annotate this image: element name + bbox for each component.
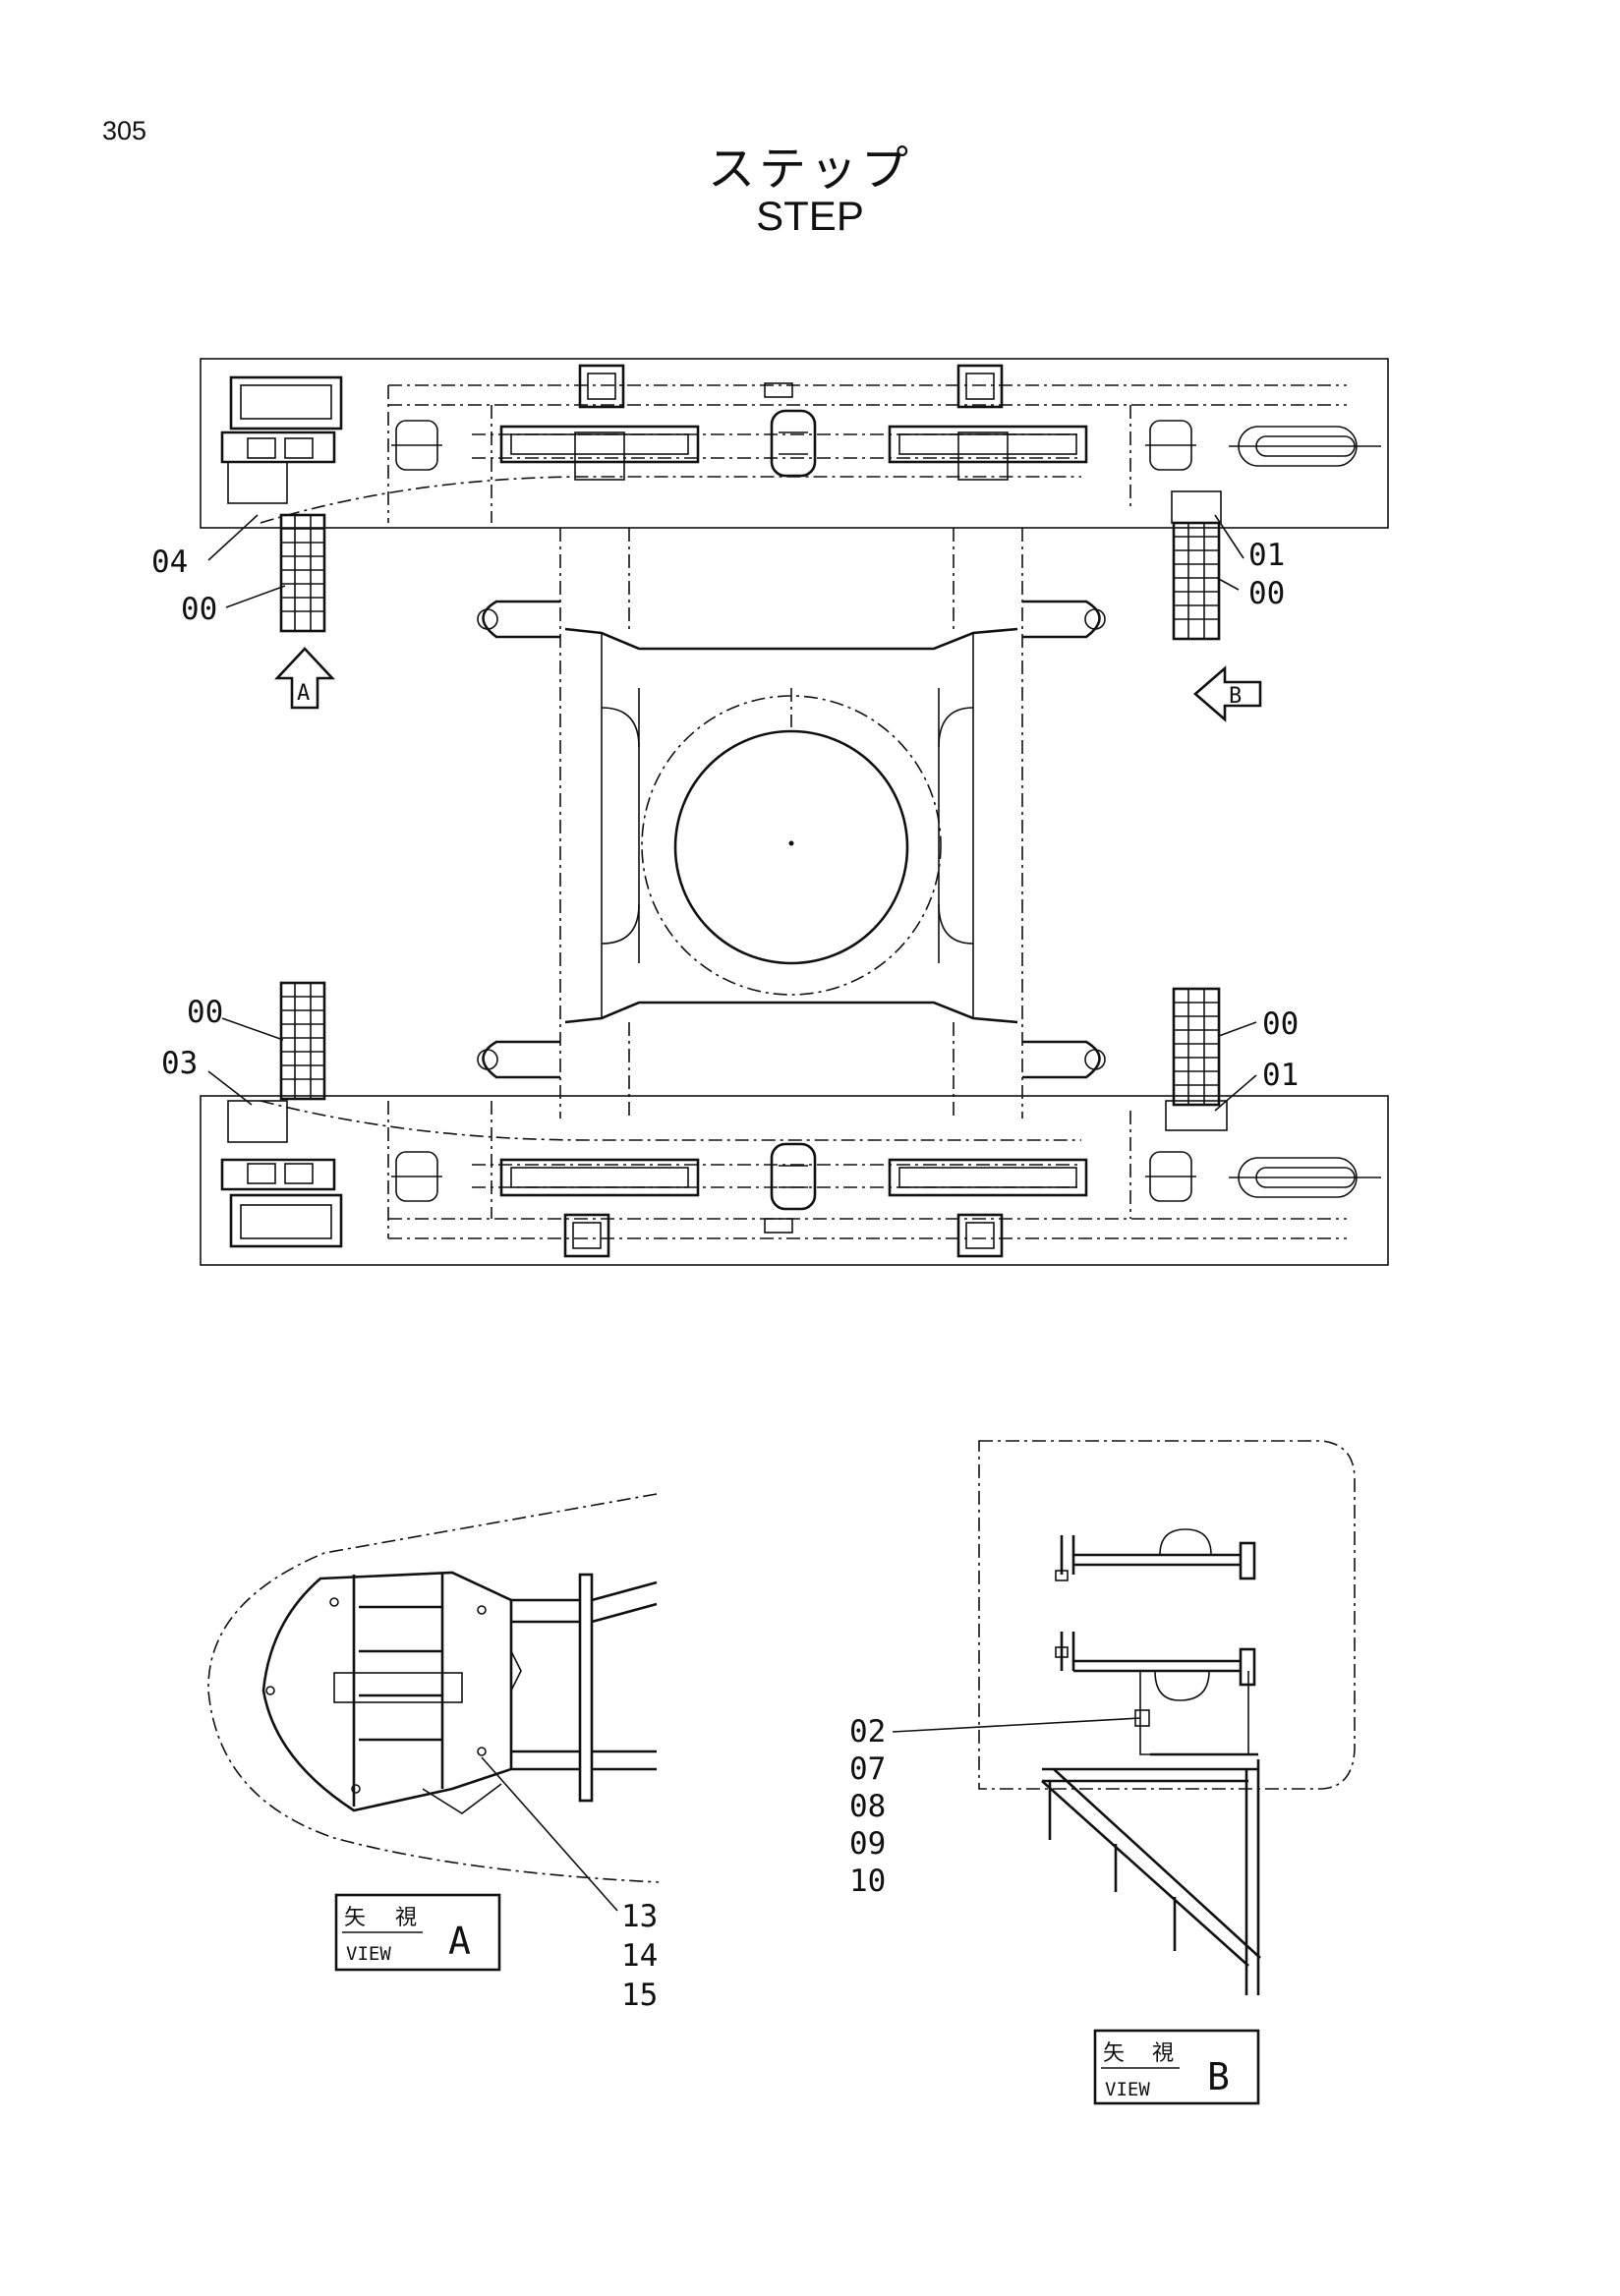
callout-00-upper-right: 00 (1248, 576, 1285, 611)
view-a-label-en: VIEW (346, 1943, 391, 1965)
view-a-letter: A (448, 1920, 471, 1963)
callout-00-lower-right: 00 (1262, 1006, 1299, 1042)
callout-01-upper: 01 (1248, 538, 1285, 573)
callout-13: 13 (621, 1899, 658, 1934)
callout-01-lower: 01 (1262, 1058, 1299, 1093)
view-b-label-ja-2: 視 (1152, 2041, 1174, 2066)
page-number: 305 (102, 116, 147, 145)
callout-02: 02 (849, 1714, 886, 1750)
view-a-label-ja-1: 矢 (344, 1906, 366, 1930)
title-japanese: ステップ (707, 142, 912, 197)
callout-10: 10 (849, 1864, 886, 1899)
view-b-label: 矢 視 VIEW B (1093, 2029, 1260, 2105)
view-b-label-en: VIEW (1105, 2079, 1150, 2100)
step-lower-left (279, 981, 326, 1101)
view-a-label-ja-2: 視 (395, 1906, 417, 1930)
callout-09: 09 (849, 1826, 886, 1862)
callout-03: 03 (161, 1046, 198, 1081)
view-arrow-a: A (274, 647, 335, 710)
view-a-detail: 13 14 15 (207, 1493, 660, 2013)
view-b-detail: 02 07 08 09 10 (849, 1440, 1356, 1995)
lower-track-frame (200, 1095, 1389, 1266)
view-b-label-ja-1: 矢 (1103, 2041, 1125, 2066)
callout-07: 07 (849, 1751, 886, 1787)
view-b-letter: B (1207, 2055, 1230, 2098)
upper-track-frame (200, 358, 1389, 529)
view-a-label: 矢 視 VIEW A (334, 1893, 501, 1972)
callout-15: 15 (621, 1978, 658, 2013)
view-arrow-b-letter: B (1229, 684, 1242, 709)
view-arrow-a-letter: A (297, 681, 310, 706)
step-upper-right (1171, 490, 1222, 641)
center-frame (477, 528, 1106, 1119)
callout-14: 14 (621, 1938, 658, 1974)
title-english: STEP (756, 193, 864, 239)
callout-08: 08 (849, 1789, 886, 1824)
callout-00-lower-left: 00 (187, 995, 223, 1030)
callout-00-upper-left: 00 (181, 592, 217, 627)
view-arrow-b: B (1193, 665, 1262, 722)
callout-04: 04 (151, 545, 188, 580)
step-lower-right (1165, 987, 1228, 1131)
callouts-top: 04 00 01 00 00 03 00 01 (151, 514, 1299, 1112)
step-upper-left (279, 513, 326, 633)
